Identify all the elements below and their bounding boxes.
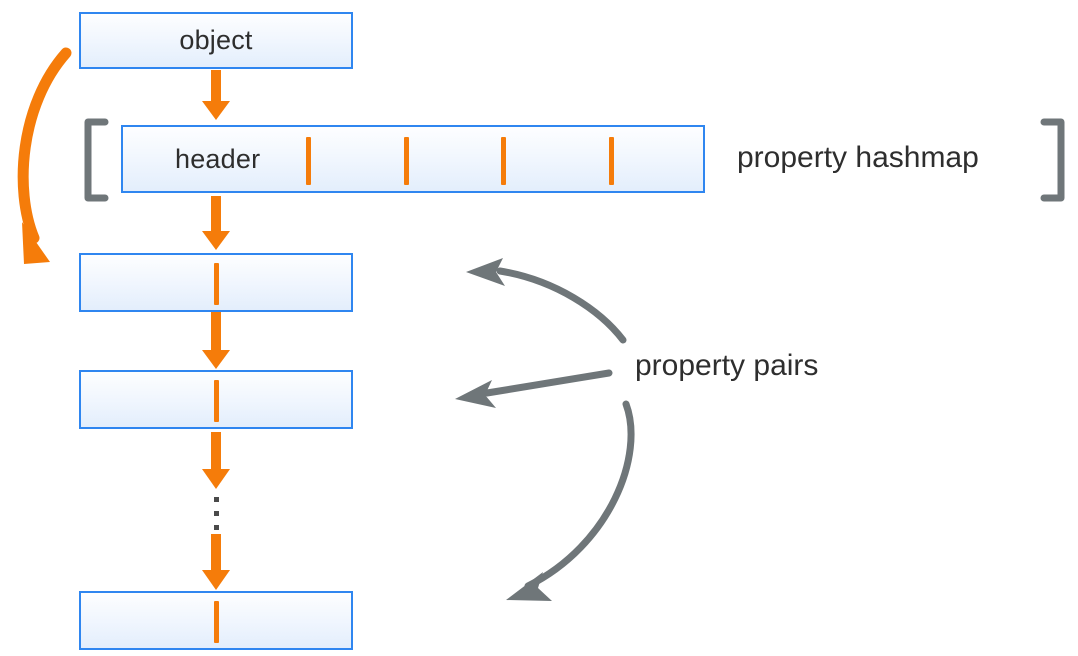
hashmap-right-bracket bbox=[1040, 118, 1065, 202]
arrow-ellipsis-to-pair3 bbox=[202, 534, 230, 590]
pointer-arrow-bottom bbox=[506, 400, 635, 601]
pointer-arrow-middle bbox=[455, 369, 613, 408]
arrow-pair1-to-pair2 bbox=[202, 312, 230, 369]
ellipsis-dot-2 bbox=[214, 511, 219, 516]
property-hashmap-row[interactable]: header bbox=[121, 125, 705, 193]
hashmap-left-bracket bbox=[84, 118, 109, 202]
hashmap-slot-divider-1 bbox=[306, 137, 311, 185]
arrow-header-to-pair1 bbox=[202, 196, 230, 250]
object-box-label: object bbox=[179, 25, 253, 55]
property-pair-divider-2 bbox=[214, 380, 219, 422]
property-hashmap-label: property hashmap bbox=[737, 141, 979, 174]
arrow-pair2-to-ellipsis bbox=[202, 432, 230, 489]
property-pair-box-3[interactable] bbox=[79, 591, 353, 650]
object-box[interactable]: object bbox=[79, 12, 353, 69]
arrow-object-to-pairs-curved bbox=[17, 47, 72, 264]
ellipsis-dot-3 bbox=[214, 525, 219, 530]
property-pair-box-2[interactable] bbox=[79, 370, 353, 429]
property-pair-box-1[interactable] bbox=[79, 253, 353, 312]
header-cell-label: header bbox=[175, 143, 261, 174]
hashmap-slot-divider-2 bbox=[404, 137, 409, 185]
arrow-object-to-header bbox=[202, 70, 230, 120]
hashmap-slot-divider-4 bbox=[609, 137, 614, 185]
ellipsis-dot-1 bbox=[214, 497, 219, 502]
property-pairs-label: property pairs bbox=[635, 349, 819, 382]
hashmap-slot-divider-3 bbox=[501, 137, 506, 185]
property-pair-divider-3 bbox=[214, 601, 219, 643]
property-pair-divider-1 bbox=[214, 263, 219, 305]
pointer-arrow-top bbox=[466, 258, 627, 344]
